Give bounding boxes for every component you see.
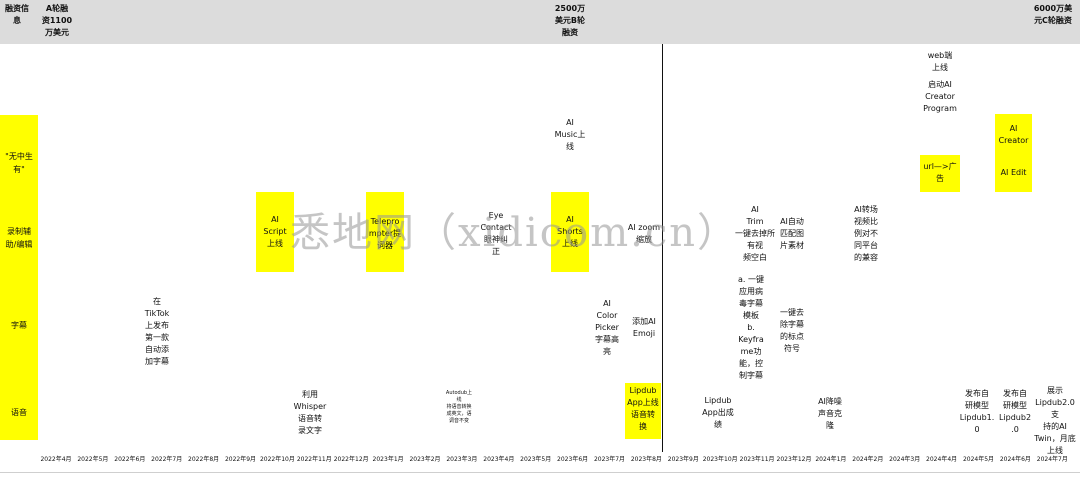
month-label: 2022年9月 [224, 456, 257, 463]
event-tiktok-subtitles: 在 TikTok 上发布 第一款 自动添 加字幕 [144, 297, 170, 366]
month-label: 2023年7月 [593, 456, 626, 463]
category-subtitles: 字幕 [0, 265, 38, 385]
month-label: 2024年5月 [962, 456, 995, 463]
event-ai-music: AI Music上 线 [554, 118, 586, 151]
url-ad-highlight [920, 155, 960, 192]
event-url-ad: url—>广 告 [923, 162, 957, 183]
month-label: 2022年5月 [77, 456, 109, 463]
event-ai-trim: AI Trim 一键去掉所 有视 频空白 [735, 205, 775, 262]
round-b-label: 2500万 美元B轮 融资 [554, 4, 586, 37]
month-label: 2024年2月 [852, 456, 884, 463]
event-ai-creator-program: 启动AI Creator Program [923, 80, 957, 113]
event-teleprompter: Telepro mpter提 词器 [368, 217, 402, 250]
ai-creator-highlight [995, 114, 1032, 192]
month-label: 2023年9月 [667, 456, 699, 463]
category-record-edit: 录制辅 助/编辑 [0, 210, 38, 265]
event-lipdub-model-1: 发布自 研模型 Lipdub1. 0 [959, 389, 995, 434]
category-generate-label: "无中生 有" [5, 151, 33, 174]
event-ai-color-picker: AI Color Picker 字幕高 亮 [595, 299, 619, 356]
event-remove-punctuation: 一键去 除字幕 的标点 符号 [780, 308, 804, 353]
event-ai-shorts: AI Shorts 上线 [557, 215, 583, 248]
month-label: 2024年6月 [999, 456, 1031, 463]
month-label: 2022年7月 [151, 456, 183, 463]
month-label: 2023年12月 [776, 456, 812, 463]
month-label: 2022年4月 [40, 456, 72, 463]
month-label: 2022年6月 [114, 456, 146, 463]
round-c-label: 6000万美 元C轮融资 [1033, 4, 1073, 25]
event-eye-contact: Eye Contact 眼神纠 正 [480, 211, 512, 256]
category-voice: 语音 [0, 385, 38, 440]
event-ai-noise-clone: AI降噪 声音克 隆 [818, 397, 842, 430]
month-label: 2022年11月 [296, 456, 332, 463]
timeline-baseline [0, 472, 1080, 473]
month-label: 2023年5月 [520, 456, 552, 463]
funding-header-band [0, 0, 1080, 44]
month-label: 2023年10月 [702, 456, 738, 463]
event-ai-edit: AI Edit [1000, 168, 1027, 177]
event-lipdub-app-launch: Lipdub App上线 语音转 换 [627, 386, 659, 431]
event-ai-zoom: AI zoom 缩放 [627, 223, 661, 244]
event-lipdub-app-out: Lipdub App出成 绩 [702, 396, 734, 429]
round-a-label: A轮融 资1100 万美元 [41, 4, 73, 37]
category-generate: "无中生 有" [0, 115, 38, 210]
event-ai-emoji: 添加AI Emoji [632, 317, 656, 338]
event-autodub: Autodub上 线 将语音转换 成英文，语 调音不变 [445, 390, 473, 424]
month-label: 2023年4月 [483, 456, 515, 463]
lipdub-app-highlight [625, 383, 661, 439]
category-subtitles-label: 字幕 [11, 320, 27, 330]
event-ai-twin: 展示 Lipdub2.0支 持的AI Twin，月底 上线 [1034, 386, 1076, 455]
teleprompter-highlight [366, 192, 404, 272]
event-subtitle-template: a. 一键 应用病 毒字幕 模板 b. Keyfra me功 能，控 制字幕 [738, 275, 764, 380]
round-b-divider [662, 44, 663, 452]
month-label: 2024年7月 [1036, 456, 1068, 463]
event-ai-creator: AI Creator [998, 124, 1029, 145]
ai-script-highlight [256, 192, 294, 272]
event-ai-script: AI Script 上线 [263, 215, 287, 248]
event-ai-match-images: AI自动 匹配图 片素材 [780, 217, 804, 250]
category-record-edit-label: 录制辅 助/编辑 [5, 226, 33, 249]
event-ai-transition: AI转场 视频比 例对不 同平台 的兼容 [854, 205, 878, 262]
funding-info-label: 融资信 息 [5, 4, 29, 25]
month-label: 2024年3月 [889, 456, 921, 463]
month-label: 2022年8月 [188, 456, 220, 463]
event-whisper: 利用 Whisper 语音转 录文字 [293, 390, 327, 435]
category-voice-label: 语音 [11, 408, 27, 417]
event-lipdub-model-2: 发布自 研模型 Lipdub2 .0 [998, 389, 1032, 434]
month-label: 2023年6月 [557, 456, 589, 463]
month-label: 2023年3月 [446, 456, 478, 463]
month-label: 2024年4月 [926, 456, 958, 463]
month-label: 2023年1月 [372, 456, 404, 463]
ai-shorts-highlight [551, 192, 589, 272]
month-label: 2023年2月 [409, 456, 441, 463]
month-label: 2024年1月 [815, 456, 847, 463]
month-label: 2022年10月 [259, 456, 295, 463]
month-label: 2023年8月 [630, 456, 662, 463]
month-label: 2022年12月 [333, 456, 369, 463]
month-label: 2023年11月 [739, 456, 775, 463]
event-web-launch: web端 上线 [927, 51, 953, 72]
